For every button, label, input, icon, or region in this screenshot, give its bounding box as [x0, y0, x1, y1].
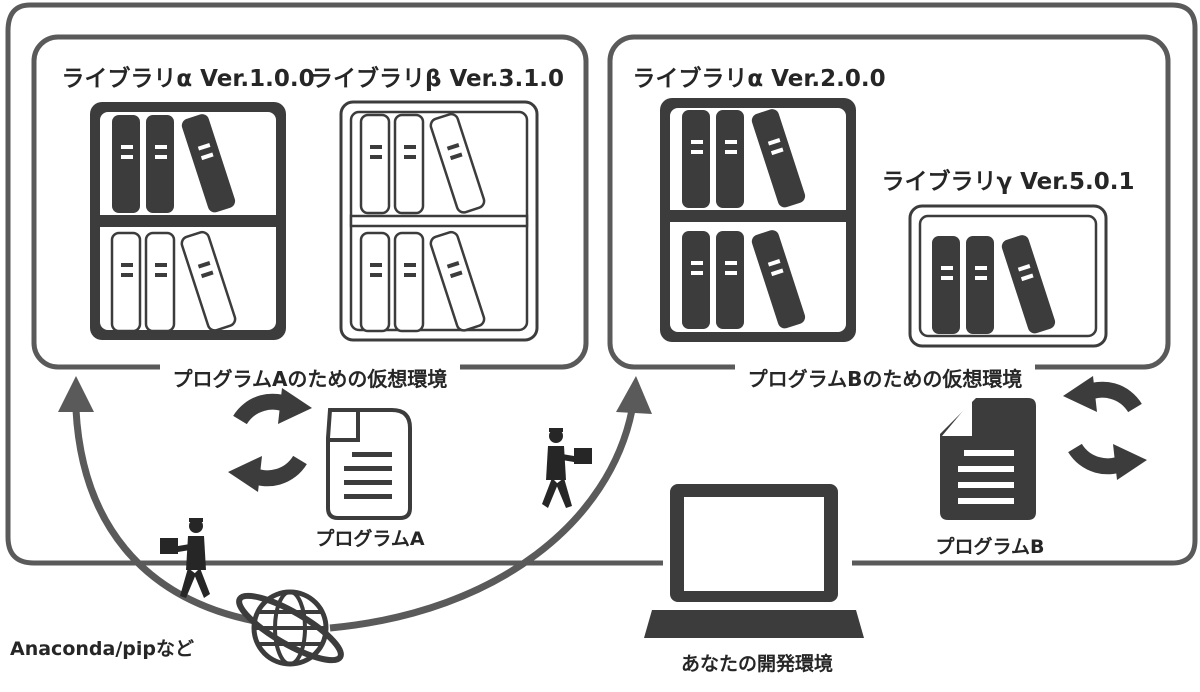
environment-b-label: プログラムBのための仮想環境	[748, 367, 1023, 391]
refresh-cycle-icon	[1063, 376, 1147, 480]
laptop-icon	[644, 484, 864, 638]
delivery-person-icon	[542, 428, 592, 508]
host-environment-label: あなたの開発環境	[681, 652, 833, 675]
globe-icon	[236, 589, 344, 667]
host-environment-frame	[5, 2, 1198, 566]
bookshelf-icon	[660, 98, 856, 342]
document-icon	[940, 398, 1036, 520]
arrow-to-environment-b	[329, 409, 636, 632]
library-alpha-v1-label: ライブラリα Ver.1.0.0	[61, 65, 314, 92]
program-b-label: プログラムB	[936, 535, 1045, 558]
program-a-label: プログラムA	[315, 527, 424, 550]
bookshelf-icon	[908, 204, 1108, 348]
arrow-to-environment-a	[72, 409, 261, 626]
source-label: Anaconda/pipなど	[10, 638, 194, 660]
bookshelf-icon	[339, 100, 539, 342]
document-icon	[326, 408, 412, 520]
refresh-cycle-icon	[228, 388, 312, 492]
bookshelf-icon	[90, 102, 286, 340]
library-alpha-v2-label: ライブラリα Ver.2.0.0	[632, 65, 885, 92]
environment-a-label: プログラムAのための仮想環境	[173, 367, 448, 391]
library-beta-v3-label: ライブラリβ Ver.3.1.0	[310, 65, 564, 92]
library-gamma-v5-label: ライブラリγ Ver.5.0.1	[881, 168, 1134, 195]
